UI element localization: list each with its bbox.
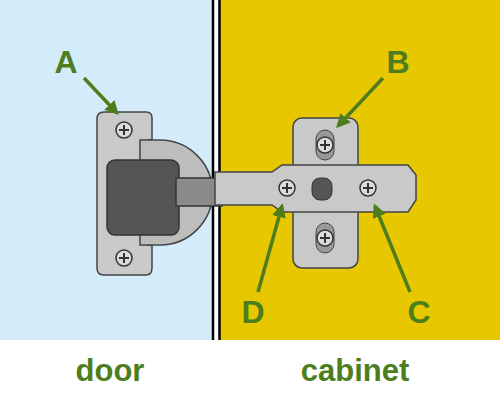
- screw-cross: [320, 233, 330, 243]
- screw: [116, 250, 132, 266]
- screw-cross: [119, 125, 129, 135]
- leader-lines: [84, 78, 410, 292]
- mount-slot: [316, 130, 334, 160]
- screw-cross: [363, 183, 373, 193]
- callout-letter: B: [386, 46, 409, 78]
- screw-cross: [320, 140, 330, 150]
- screw: [279, 180, 295, 196]
- callout-letter: C: [407, 296, 430, 328]
- hinge-arm: [215, 165, 416, 212]
- leader-line: [375, 206, 410, 292]
- gap: [214, 0, 220, 340]
- screw: [116, 122, 132, 138]
- mount-slot: [316, 223, 334, 253]
- screw-cross: [119, 253, 129, 263]
- cabinet-edge: [218, 0, 221, 340]
- adjust-slot: [312, 178, 332, 200]
- leader-line: [84, 78, 117, 113]
- screw: [317, 230, 333, 246]
- door-region: [0, 0, 214, 340]
- screw: [360, 180, 376, 196]
- leader-line: [258, 206, 282, 292]
- callout-letter: D: [241, 296, 264, 328]
- region-label: door: [76, 355, 145, 386]
- screws: [116, 122, 376, 266]
- cup-body: [107, 160, 179, 235]
- screw-cross: [282, 183, 292, 193]
- screw: [317, 137, 333, 153]
- region-label: cabinet: [301, 355, 410, 386]
- callout-letter: A: [54, 46, 77, 78]
- door-edge: [212, 0, 215, 340]
- screw-slots: [119, 125, 373, 263]
- leader-line: [338, 78, 383, 126]
